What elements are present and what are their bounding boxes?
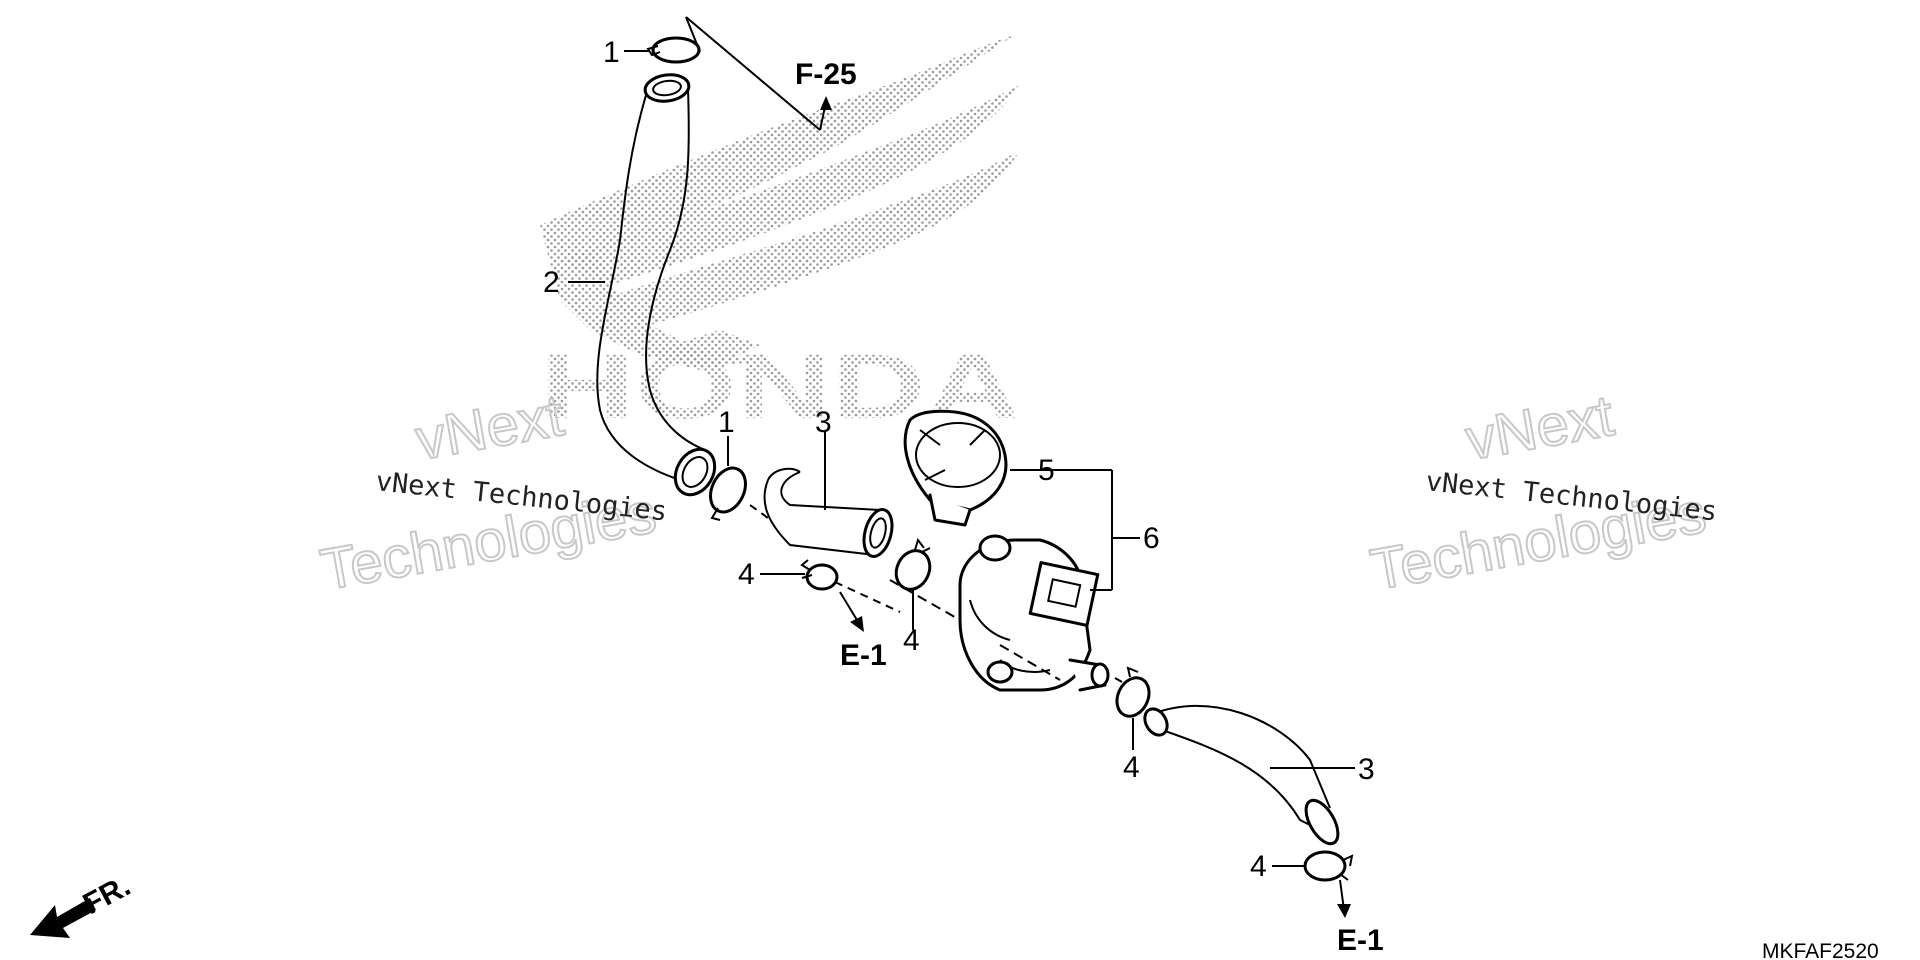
leader-lines [568,16,1355,867]
reference-labels: F-25 E-1 E-1 [795,58,1384,957]
ref-arrows [819,96,1351,918]
ref-f-25: F-25 [795,58,857,91]
hose-3-top [763,467,894,558]
hose-2 [596,73,717,497]
callout-3-top: 3 [815,406,832,439]
callout-4-mid: 4 [903,624,920,657]
callout-2: 2 [543,266,560,299]
callout-3-bottom: 3 [1358,753,1375,786]
callout-5: 5 [1038,454,1055,487]
air-injection-valve-6 [958,534,1110,692]
clamp-1-top [646,36,701,64]
hose-3-bottom [1143,704,1340,846]
watermark-outline-word1: vNext [411,383,568,473]
honda-wing-watermark [540,35,1020,370]
callout-4-right: 4 [1123,751,1140,784]
clamp-4-mid [894,537,932,591]
watermark-right: vNext Technologies vNext Technologies [1365,382,1719,604]
front-direction-indicator: FR. [30,869,136,938]
callout-6: 6 [1143,522,1160,555]
callout-1-mid: 1 [718,406,735,439]
clamp-1-mid [709,466,747,521]
diagram-code: MKFAF2520 [1762,940,1879,960]
callout-labels: 1 2 1 3 5 6 4 4 4 3 4 [543,36,1375,883]
callout-4-bottom: 4 [1250,850,1267,883]
clamp-4-right [1114,666,1151,718]
callout-4-left: 4 [738,558,755,591]
clamp-4-bottom [1303,850,1354,882]
bracket-5 [903,409,1008,527]
callout-1-top: 1 [603,36,620,69]
ref-e-1-left: E-1 [840,639,887,672]
ref-e-1-bottom: E-1 [1337,924,1384,957]
clamp-4-left [800,559,839,591]
watermark-outline-word1: vNext [1461,383,1618,473]
front-arrow-icon [30,898,96,938]
